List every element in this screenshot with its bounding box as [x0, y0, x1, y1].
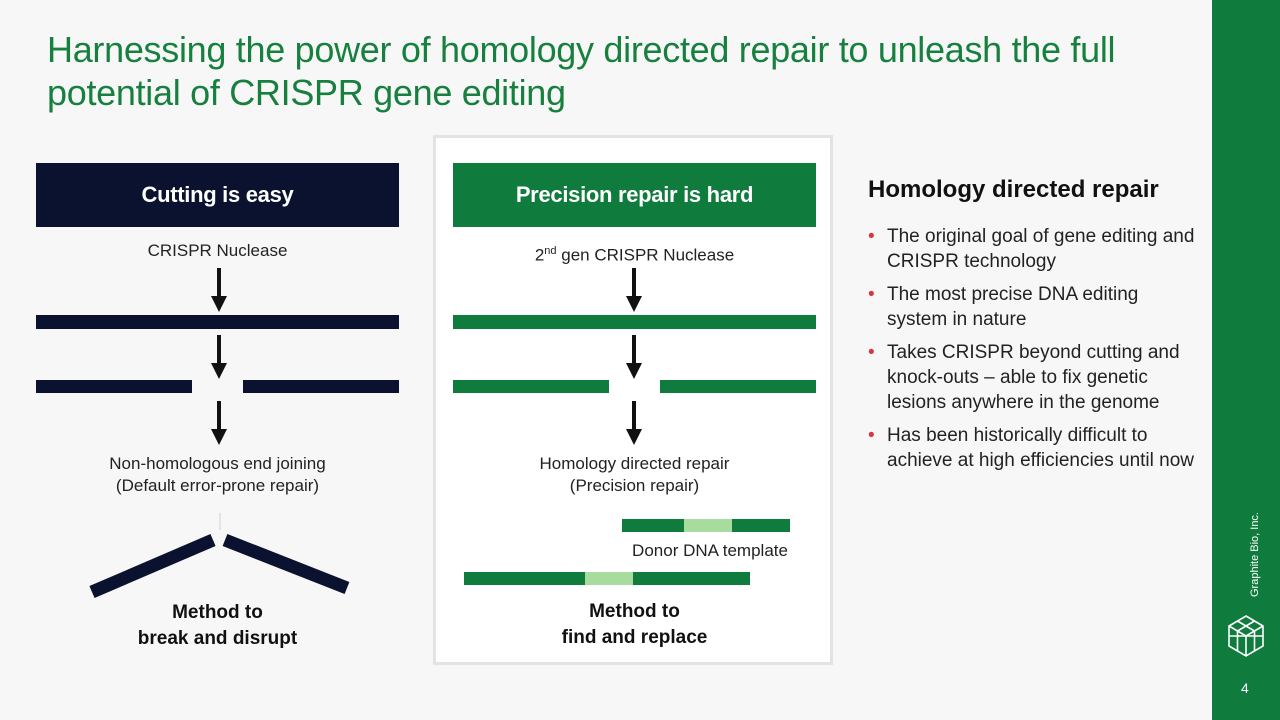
method-line1: Method to	[589, 601, 680, 622]
hdr-bullet-list: • The original goal of gene editing and C…	[868, 224, 1198, 481]
bullet-item: • Takes CRISPR beyond cutting and knock-o…	[868, 340, 1198, 415]
repaired-strand-insert	[585, 572, 633, 585]
arrow-down-icon	[211, 268, 227, 312]
company-name: Graphite Bio, Inc.	[1249, 512, 1261, 597]
bullet-text: The original goal of gene editing and CR…	[887, 226, 1195, 272]
crispr-nuclease-label: CRISPR Nuclease	[147, 241, 288, 260]
arrow-down-icon	[626, 401, 642, 445]
find-replace-method: Method to find and replace	[453, 599, 816, 651]
nhej-label-line2: (Default error-prone repair)	[115, 476, 320, 495]
bullet-marker: •	[868, 226, 875, 247]
method-line2: break and disrupt	[137, 628, 298, 649]
method-line1: Method to	[172, 602, 263, 623]
nhej-label-line1: Non-homologous end joining	[109, 454, 326, 473]
bullet-marker: •	[868, 425, 875, 446]
arrow-down-icon	[211, 401, 227, 445]
arrow-down-icon	[211, 335, 227, 379]
method-line2: find and replace	[561, 627, 708, 648]
gen-suffix: gen CRISPR Nuclease	[556, 245, 735, 265]
disrupted-dna-strands	[80, 510, 370, 610]
arrow-down-icon	[626, 268, 642, 312]
arrow-down-icon	[626, 335, 642, 379]
nhej-label: Non-homologous end joining (Default erro…	[36, 453, 399, 497]
page-number: 4	[1241, 680, 1249, 696]
bullet-marker: •	[868, 284, 875, 305]
cutting-header: Cutting is easy	[36, 163, 399, 227]
gen-superscript: nd	[544, 245, 557, 257]
brand-sidebar	[1212, 0, 1280, 720]
cut-dna-left-fragment	[453, 380, 609, 393]
bullet-marker: •	[868, 342, 875, 363]
intact-dna-strand	[453, 315, 816, 329]
precision-header: Precision repair is hard	[453, 163, 816, 227]
bullet-text: The most precise DNA editing system in n…	[887, 284, 1139, 330]
repaired-strand-left	[464, 572, 585, 585]
cut-dna-left-fragment	[36, 380, 192, 393]
hdr-label: Homology directed repair (Precision repa…	[453, 453, 816, 497]
bullet-item: • The original goal of gene editing and C…	[868, 224, 1198, 274]
hdr-heading: Homology directed repair	[868, 176, 1159, 203]
bullet-item: • Has been historically difficult to achi…	[868, 423, 1198, 473]
donor-strand-left	[622, 519, 684, 532]
cut-dna-right-fragment	[243, 380, 399, 393]
hdr-label-line1: Homology directed repair	[539, 454, 730, 473]
hexagon-cube-icon	[1226, 614, 1266, 663]
intact-dna-strand	[36, 315, 399, 329]
repaired-strand-right	[633, 572, 750, 585]
gen-number: 2	[534, 245, 545, 265]
hdr-label-line2: (Precision repair)	[569, 476, 700, 495]
donor-strand-right	[732, 519, 790, 532]
donor-strand-insert	[684, 519, 732, 532]
slide-title: Harnessing the power of homology directe…	[47, 29, 1116, 113]
break-disrupt-method: Method to break and disrupt	[36, 600, 399, 652]
donor-template-label: Donor DNA template	[632, 541, 788, 560]
bullet-text: Has been historically difficult to achie…	[887, 425, 1195, 471]
bullet-text: Takes CRISPR beyond cutting and knock-ou…	[887, 342, 1180, 413]
second-gen-nuclease-label: 2nd gen CRISPR Nuclease	[453, 240, 816, 267]
cut-dna-right-fragment	[660, 380, 816, 393]
bullet-item: • The most precise DNA editing system in …	[868, 282, 1198, 332]
